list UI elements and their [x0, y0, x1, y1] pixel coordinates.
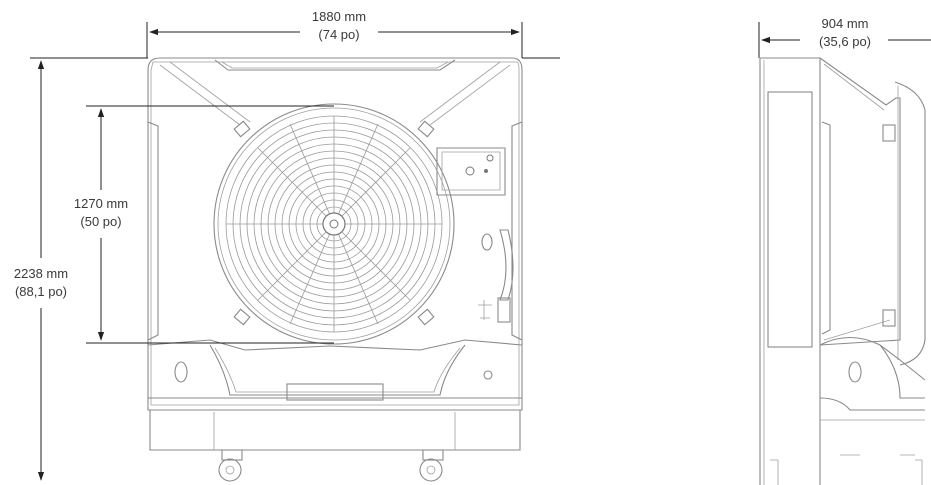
front-view [147, 57, 523, 482]
fan-inches-label: (50 po) [80, 214, 121, 229]
caster-right [419, 449, 444, 482]
width-mm-label: 1880 mm [312, 9, 366, 24]
dimension-fan-diameter: 1270 mm (50 po) [74, 105, 334, 344]
fan-mm-label: 1270 mm [74, 196, 128, 211]
dimension-depth: 904 mm (35,6 po) [758, 16, 931, 58]
side-view [759, 57, 926, 485]
fan-hub [322, 212, 346, 236]
width-inches-label: (74 po) [318, 27, 359, 42]
depth-inches-label: (35,6 po) [819, 34, 871, 49]
dimension-width: 1880 mm (74 po) [146, 9, 560, 59]
height-mm-label: 2238 mm [14, 266, 68, 281]
caster-left [218, 449, 243, 482]
height-inches-label: (88,1 po) [15, 284, 67, 299]
dimension-height: 2238 mm (88,1 po) [14, 57, 148, 481]
depth-mm-label: 904 mm [822, 16, 869, 31]
